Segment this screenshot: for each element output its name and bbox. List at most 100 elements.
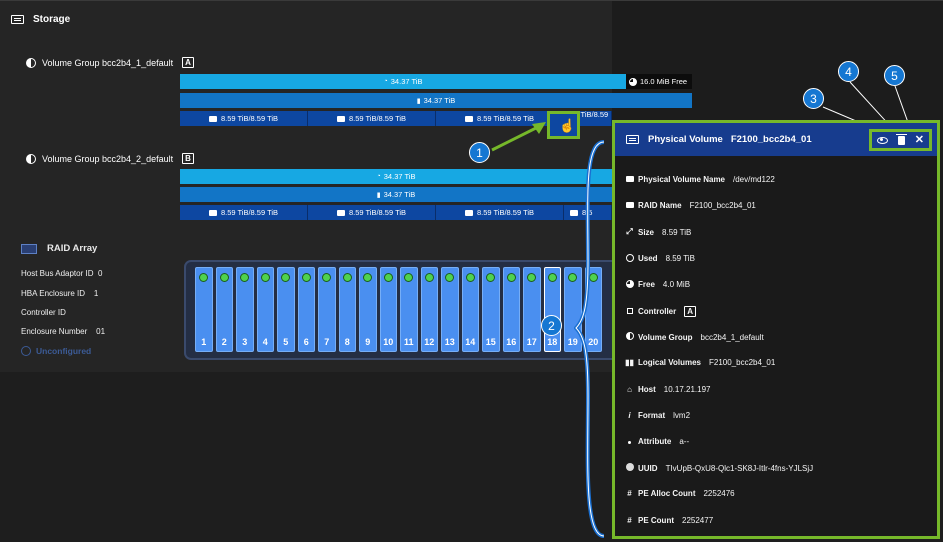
drive-bay[interactable]: 11 bbox=[400, 267, 418, 352]
drive-number: 11 bbox=[403, 337, 414, 347]
close-icon[interactable]: ✕ bbox=[914, 133, 925, 146]
volume-group-2-name: Volume Group bcc2b4_2_default bbox=[42, 153, 174, 164]
vg1-used-bar[interactable]: ◔34.37 TiB bbox=[180, 74, 626, 89]
status-led-icon bbox=[404, 273, 413, 282]
hash-icon: # bbox=[627, 489, 632, 499]
status-led-icon bbox=[568, 273, 577, 282]
drive-bay[interactable]: 2 bbox=[215, 267, 233, 352]
drive-bay[interactable]: 15 bbox=[482, 267, 500, 352]
drive-number: 16 bbox=[506, 337, 517, 347]
detail-row: Controller A bbox=[624, 306, 697, 317]
vg2-pv-bar-3[interactable]: 8.59 TiB/8.59 TiB bbox=[436, 205, 564, 220]
detail-label: RAID Name bbox=[638, 201, 682, 211]
drive-bay[interactable]: 3 bbox=[236, 267, 254, 352]
drive-bay[interactable]: 16 bbox=[502, 267, 520, 352]
drive-number: 9 bbox=[365, 337, 371, 347]
drive-number: 12 bbox=[424, 337, 435, 347]
drive-number: 5 bbox=[283, 337, 289, 347]
detail-value: 8.59 TiB bbox=[665, 254, 695, 264]
raid-array-title: RAID Array bbox=[47, 243, 98, 254]
detail-row: # PE Alloc Count 2252476 bbox=[624, 489, 735, 499]
drive-bay[interactable]: 13 bbox=[441, 267, 459, 352]
status-led-icon bbox=[527, 273, 536, 282]
half-circle-icon bbox=[26, 153, 36, 164]
dot-icon bbox=[624, 437, 635, 446]
raid-array-header: RAID Array bbox=[21, 243, 97, 254]
drive-bay[interactable]: 14 bbox=[461, 267, 479, 352]
pie-icon: ◔ bbox=[383, 78, 388, 85]
vg2-logical-volume-bar[interactable]: ▮34.37 TiB bbox=[180, 187, 612, 202]
detail-label: PE Alloc Count bbox=[638, 489, 696, 499]
pie-icon: ◔ bbox=[376, 173, 381, 180]
home-icon: ⌂ bbox=[627, 384, 632, 394]
status-led-icon bbox=[506, 273, 516, 282]
drive-number: 1 bbox=[201, 337, 207, 347]
drive-bay[interactable]: 12 bbox=[420, 267, 438, 352]
vg1-pv-bar-1[interactable]: 8.59 TiB/8.59 TiB bbox=[180, 111, 308, 126]
drive-bay[interactable]: 5 bbox=[277, 267, 295, 352]
detail-value: 2252476 bbox=[703, 489, 735, 499]
drive-bay[interactable]: 8 bbox=[338, 267, 356, 352]
detail-value: A bbox=[684, 306, 697, 317]
drive-number: 18 bbox=[547, 337, 558, 347]
detail-row: Physical Volume Name/dev/md122 bbox=[624, 175, 775, 184]
drive-bay[interactable]: 7 bbox=[318, 267, 336, 352]
status-led-icon bbox=[260, 273, 270, 282]
callout-3: 3 bbox=[803, 88, 824, 109]
cursor-highlight: ☝ bbox=[547, 111, 580, 139]
controller-id: Controller ID bbox=[21, 308, 66, 317]
vg2-pv-bar-1[interactable]: 8.59 TiB/8.59 TiB bbox=[180, 205, 308, 220]
square-icon bbox=[624, 307, 635, 316]
status-led-icon bbox=[363, 273, 372, 282]
vg2-pv-bar-2[interactable]: 8.59 TiB/8.59 TiB bbox=[308, 205, 436, 220]
drive-bay[interactable]: 17 bbox=[523, 267, 541, 352]
trash-icon[interactable] bbox=[895, 133, 907, 145]
detail-value: 2252477 bbox=[682, 515, 714, 525]
drive-bay[interactable]: 6 bbox=[297, 267, 315, 352]
status-led-icon bbox=[301, 273, 311, 282]
drive-bay[interactable]: 4 bbox=[256, 267, 274, 352]
drive-bay[interactable]: 18 bbox=[543, 267, 561, 352]
drive-number: 6 bbox=[303, 337, 309, 347]
detail-label: UUID bbox=[638, 463, 658, 473]
detail-label: Controller bbox=[638, 307, 677, 316]
hand-pointer-icon: ☝ bbox=[559, 118, 576, 133]
callout-1: 1 bbox=[469, 142, 490, 163]
detail-label: PE Count bbox=[638, 515, 674, 525]
status-led-icon bbox=[383, 273, 393, 282]
physical-volume-header: Physical Volume F2100_bcc2b4_01 ✕ bbox=[615, 123, 937, 156]
status-led-icon bbox=[547, 273, 557, 282]
drive-number: 7 bbox=[324, 337, 330, 347]
drive-icon bbox=[464, 115, 473, 122]
pie-icon bbox=[629, 77, 637, 86]
physical-volume-name: F2100_bcc2b4_01 bbox=[730, 134, 812, 145]
vg1-free-bar[interactable]: 16.0 MiB Free bbox=[626, 74, 692, 89]
eye-icon[interactable] bbox=[876, 136, 888, 144]
status-led-icon bbox=[219, 273, 229, 282]
drive-bay[interactable]: 9 bbox=[359, 267, 377, 352]
gear-icon bbox=[624, 463, 635, 473]
vg1-pv-bar-2[interactable]: 8.59 TiB/8.59 TiB bbox=[308, 111, 436, 126]
circle-icon bbox=[21, 346, 31, 356]
status-led-icon bbox=[240, 273, 249, 282]
drive-number: 10 bbox=[383, 337, 394, 347]
drive-bay[interactable]: 1 bbox=[195, 267, 213, 352]
vg1-logical-volume-bar[interactable]: ▮34.37 TiB bbox=[180, 93, 692, 108]
half-circle-icon bbox=[26, 57, 36, 68]
vg2-used-bar[interactable]: ◔34.37 TiB bbox=[180, 169, 612, 184]
detail-label: Host bbox=[638, 384, 656, 394]
header-actions: ✕ bbox=[869, 129, 932, 151]
clock-icon bbox=[624, 253, 635, 264]
host-bus-adaptor-id: Host Bus Adaptor ID 0 bbox=[21, 269, 103, 278]
book-icon: ▮▮ bbox=[625, 358, 634, 368]
callout-2: 2 bbox=[541, 315, 562, 336]
drive-bay[interactable]: 10 bbox=[379, 267, 397, 352]
